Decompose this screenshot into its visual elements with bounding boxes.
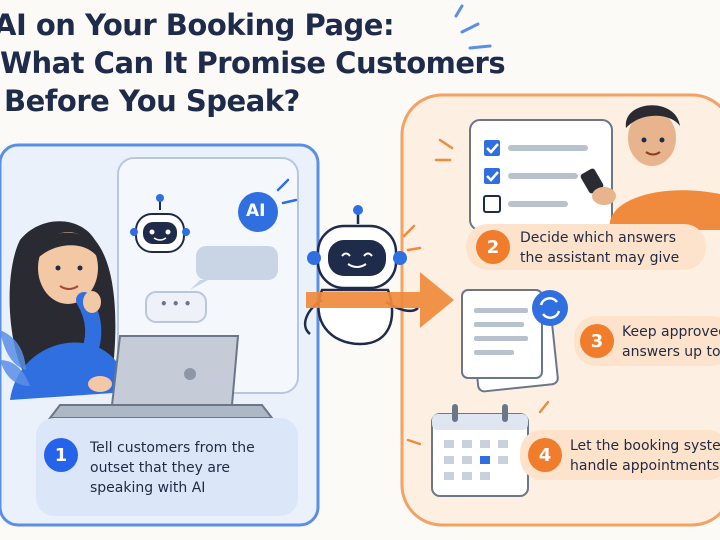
title-line-1: AI on Your Booking Page: [0, 8, 395, 42]
calendar-icon [406, 400, 550, 497]
ai-badge-label: AI [246, 201, 266, 221]
chat-bubble [196, 246, 278, 280]
page-title: AI on Your Booking Page: What Can It Pro… [0, 6, 514, 120]
step-3-text: Keep approved answers up to d [622, 324, 720, 360]
step-2-pill [466, 224, 706, 270]
step-1-badge: 1 [44, 438, 78, 472]
arrow-icon [306, 272, 454, 328]
step-1-text: Tell customers from the outset that they… [90, 440, 255, 496]
step-3-pill [574, 316, 720, 366]
documents-icon [461, 289, 568, 393]
sparkle-icon [454, 4, 492, 50]
step-1-pill [36, 418, 298, 516]
man-illustration [580, 105, 720, 230]
step-4-text: Let the booking system handle appointmen… [570, 438, 720, 474]
step-4-pill [520, 430, 720, 480]
woman-illustration [9, 221, 128, 400]
checklist-card [434, 119, 613, 231]
step-2-text: Decide which answers the assistant may g… [520, 230, 680, 266]
title-line-3: Before You Speak? [4, 84, 300, 118]
plant-icon [0, 330, 30, 386]
title-line-2: What Can It Promise Customers [0, 46, 506, 80]
typing-dots: • • • [160, 297, 192, 311]
step-2-badge: 2 [476, 230, 510, 264]
ai-badge [238, 192, 278, 232]
step-4-badge: 4 [528, 438, 562, 472]
step-3-badge: 3 [580, 324, 614, 358]
typing-bubble [145, 291, 207, 323]
laptop-icon [47, 335, 275, 419]
small-robot-icon [130, 194, 190, 253]
